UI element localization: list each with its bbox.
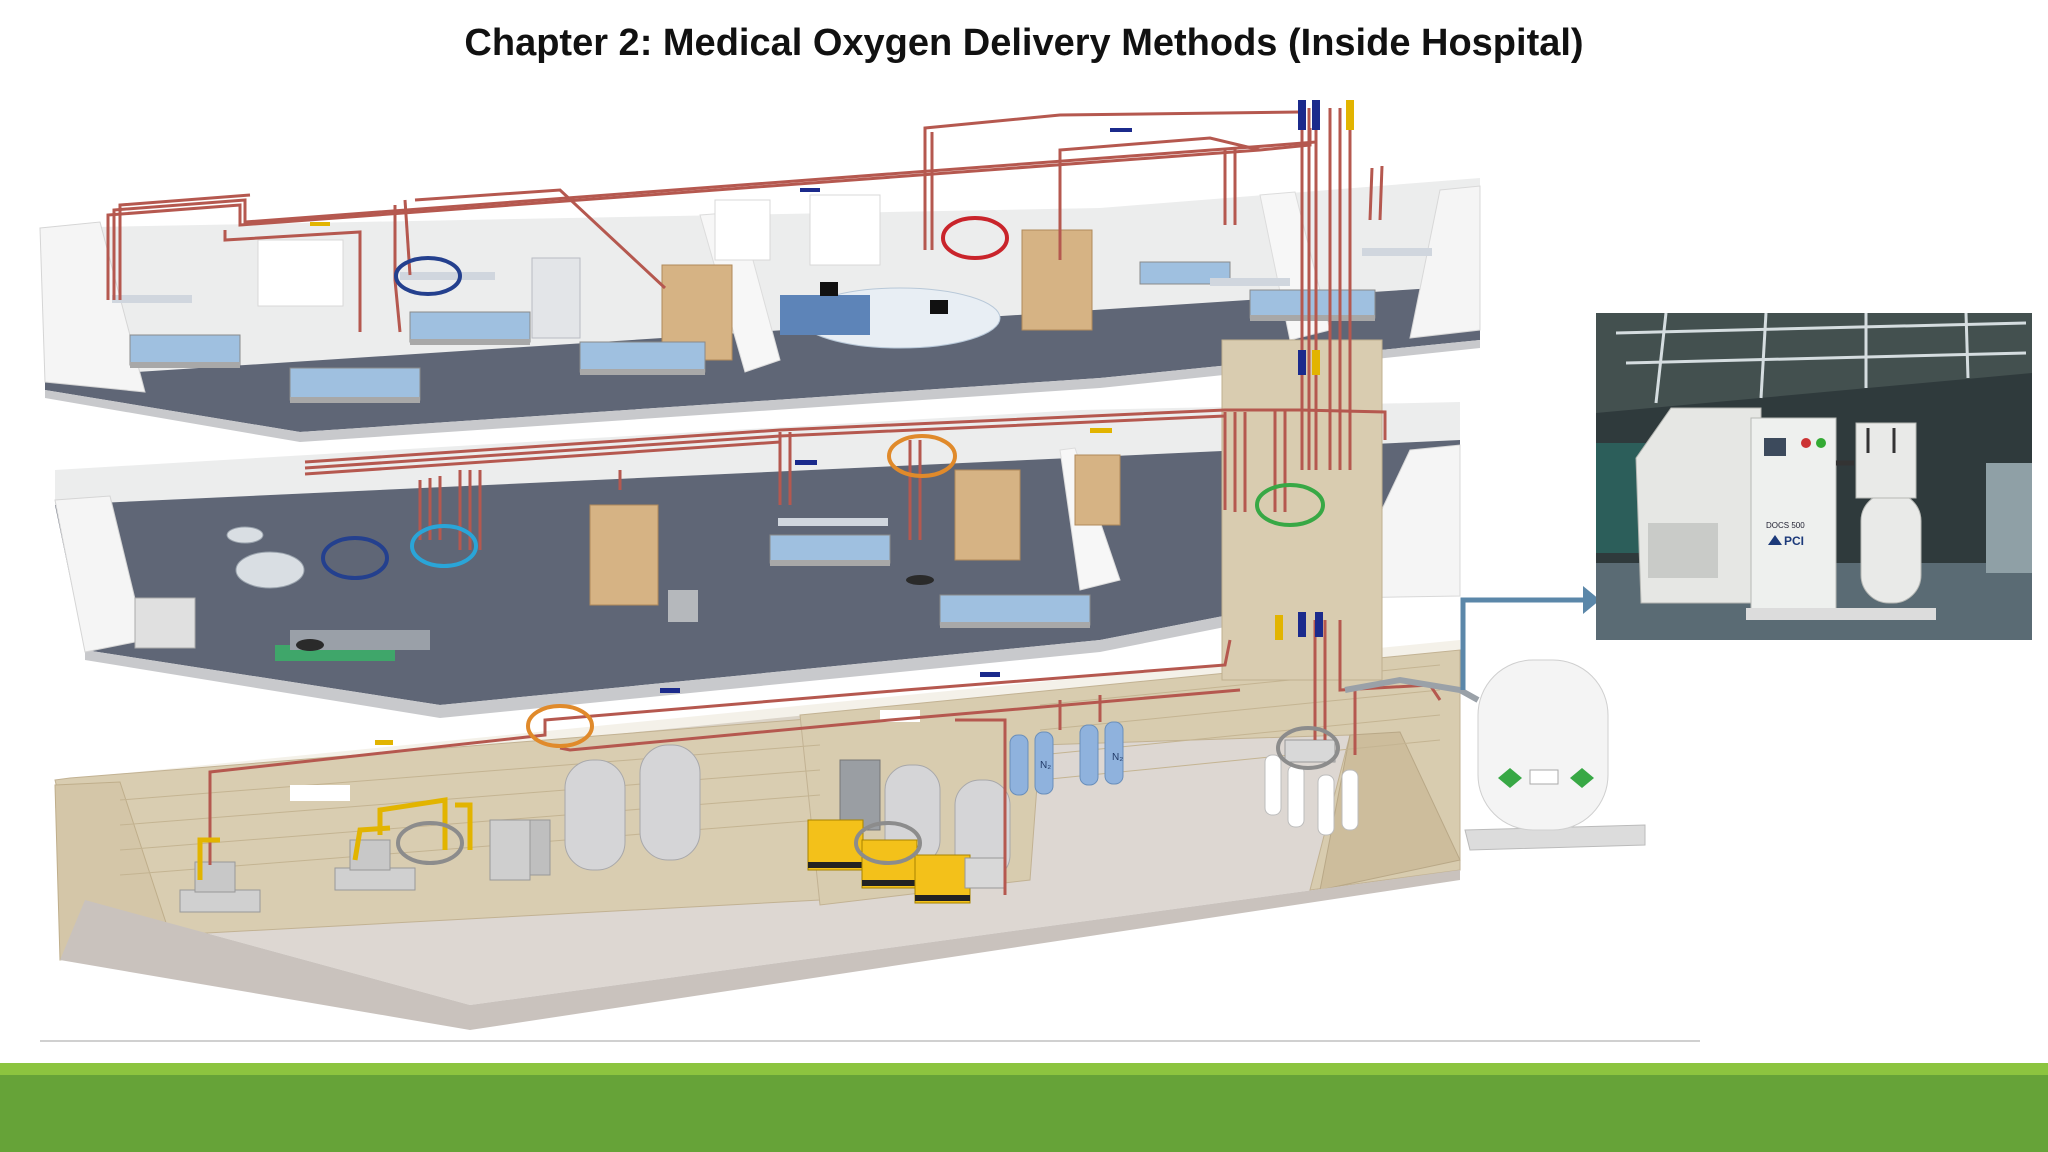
medical-air-manifold [964, 857, 1006, 889]
bed-head-unit [400, 272, 495, 280]
control-panel [1750, 417, 1837, 619]
air-compressor [914, 854, 971, 904]
pci-logo-icon [1768, 535, 1782, 545]
hazard-diamond-icon [1570, 768, 1594, 788]
hospital-bed [579, 341, 706, 375]
ring-marker-icon [526, 704, 594, 748]
ring-marker-icon [321, 536, 389, 580]
door [589, 504, 659, 606]
ring-marker-icon [410, 524, 478, 568]
door [954, 469, 1021, 561]
nurse-station-desk [780, 295, 870, 335]
vent-opening [290, 785, 350, 801]
indicator-light-icon [1816, 438, 1826, 448]
footer-divider [40, 1040, 1700, 1042]
background-structure [1986, 463, 2032, 573]
oxygen-cylinder-manifold [1264, 739, 1359, 836]
window [809, 194, 881, 266]
indicator-light-icon [1801, 438, 1811, 448]
vaporizer-line [1344, 676, 1480, 703]
cylinder-label: N₂ [1040, 760, 1051, 771]
medical-cart [668, 590, 698, 622]
window [257, 239, 344, 307]
stool [906, 575, 934, 585]
buffer-tank [1860, 492, 1922, 604]
ring-marker-icon [1276, 726, 1340, 770]
filter-panel [1855, 422, 1917, 499]
gas-cylinder [1079, 724, 1099, 786]
air-compressor [807, 819, 864, 871]
gas-cylinder [1317, 774, 1335, 836]
surgical-lamp-icon [235, 551, 305, 589]
scrub-sink [134, 597, 196, 649]
arrow-right-icon [1460, 586, 1600, 690]
ring-marker-icon [941, 216, 1009, 260]
nitrogen-cylinder-bank: N₂ N₂ [1009, 721, 1124, 796]
hospital-bed [409, 311, 531, 345]
copper-pipeline-network [106, 108, 1442, 895]
stool [296, 639, 324, 651]
bed-head-unit [1210, 278, 1290, 286]
gas-cylinder [1034, 731, 1054, 795]
ring-marker-icon [854, 821, 922, 865]
ring-marker-icon [396, 821, 464, 865]
bed-head-unit [778, 518, 888, 526]
hazard-diamond-icon [1498, 768, 1522, 788]
ring-marker-icon [887, 434, 957, 478]
panel-display [1764, 438, 1786, 456]
air-receiver-tank [564, 759, 626, 871]
brand-label: PCI [1784, 534, 1804, 548]
gas-cylinder [1341, 769, 1359, 831]
tank-plinth [1464, 824, 1646, 851]
oxygen-plant-photo: DOCS 500 PCI [1596, 313, 2032, 640]
hospital-bed [129, 334, 241, 368]
window [714, 199, 771, 261]
middle-floor-back-wall [55, 402, 1460, 505]
gas-cylinder [1104, 721, 1124, 785]
air-receiver-tank [639, 744, 701, 861]
door [1021, 229, 1093, 331]
bed-head-unit [112, 295, 192, 303]
shed-roof [1596, 313, 2032, 413]
external-oxygen-storage-tank [1344, 659, 1646, 851]
generator-vent [1648, 523, 1718, 578]
air-dryer [489, 819, 551, 881]
pipe-identification-tags [310, 100, 1354, 745]
door [839, 759, 881, 831]
footer-bar [0, 1075, 2048, 1152]
bed-head-unit [1362, 248, 1432, 256]
brick-wall [54, 717, 821, 936]
highlight-markers [321, 216, 1340, 865]
footer-accent-bar [0, 1063, 2048, 1075]
hospital-bed [1249, 289, 1376, 321]
operating-table-base [290, 630, 430, 650]
hospital-bed [939, 594, 1091, 628]
brick-texture [119, 664, 1441, 876]
panel-label: DOCS 500 [1766, 521, 1805, 530]
gas-cylinder [1287, 764, 1305, 828]
top-floor-right-wall [1409, 185, 1481, 339]
surgical-lamp-icon [226, 526, 264, 544]
ring-marker-icon [394, 256, 462, 296]
oxygen-plant-photo-illustration: DOCS 500 PCI [1596, 313, 2032, 640]
ring-marker-icon [1255, 483, 1325, 527]
cylinder-label: N₂ [1112, 752, 1123, 763]
skid-base [1746, 608, 1936, 620]
door [1074, 454, 1121, 526]
hospital-bed [1139, 261, 1231, 285]
manifold-control-panel [1284, 739, 1336, 763]
hospital-bed [769, 534, 891, 566]
top-floor-left-wall [39, 221, 146, 393]
basement-plant-room: N₂ N₂ [54, 640, 1461, 1030]
middle-floor-ot [54, 402, 1461, 718]
gas-cylinder [1009, 734, 1029, 796]
slide-title: Chapter 2: Medical Oxygen Delivery Metho… [464, 22, 1584, 64]
cabinet [531, 257, 581, 339]
basement-slab-edge [60, 870, 1460, 1030]
hospital-bed [289, 367, 421, 403]
monitor-icon [930, 300, 948, 314]
monitor-icon [820, 282, 838, 296]
gas-cylinder [1264, 754, 1282, 816]
